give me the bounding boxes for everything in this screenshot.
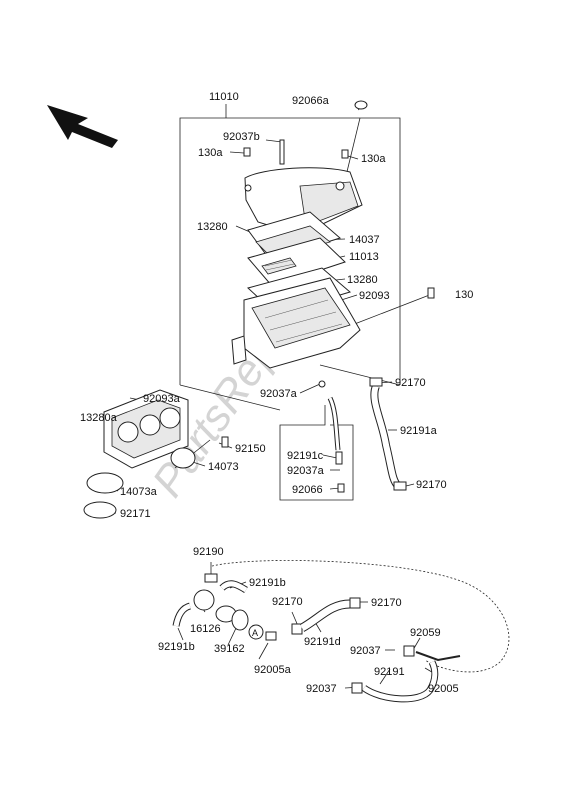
label-92037a-low: 92037a bbox=[287, 465, 325, 477]
air-cleaner-housing bbox=[231, 277, 435, 388]
hoses-right bbox=[327, 377, 407, 493]
label-14073a: 14073a bbox=[120, 486, 158, 498]
label-92191b-top: 92191b bbox=[249, 577, 286, 589]
label-92170-b1: 92170 bbox=[272, 596, 303, 608]
label-13280-mid: 13280 bbox=[347, 274, 378, 286]
label-92066a: 92066a bbox=[292, 95, 330, 107]
label-11010: 11010 bbox=[209, 91, 239, 103]
label-92190: 92190 bbox=[193, 546, 224, 558]
label-14037: 14037 bbox=[349, 234, 380, 246]
connector-marker-a bbox=[248, 624, 264, 640]
label-92170-low: 92170 bbox=[416, 479, 447, 491]
lower-hose-assembly: A bbox=[172, 573, 461, 703]
label-92191a: 92191a bbox=[400, 425, 438, 437]
intake-duct-group bbox=[83, 389, 229, 519]
label-92093a: 92093a bbox=[143, 393, 181, 405]
marker-a-text: A bbox=[252, 628, 258, 638]
label-130a-left: 130a bbox=[198, 147, 223, 159]
label-130a-right: 130a bbox=[361, 153, 386, 165]
label-92191: 92191 bbox=[374, 666, 405, 678]
air-cleaner-cover bbox=[244, 167, 363, 236]
label-92191d: 92191d bbox=[304, 636, 341, 648]
label-92170-b2: 92170 bbox=[371, 597, 402, 609]
label-14073: 14073 bbox=[208, 461, 239, 473]
label-13280a: 13280a bbox=[80, 412, 118, 424]
label-92037-b2: 92037 bbox=[306, 683, 337, 695]
label-92066: 92066 bbox=[292, 484, 323, 496]
label-11013: 11013 bbox=[349, 251, 379, 263]
arrow-up-left-icon bbox=[47, 105, 118, 148]
label-92191c: 92191c bbox=[287, 450, 324, 462]
label-92170-mid: 92170 bbox=[395, 377, 426, 389]
label-13280-top: 13280 bbox=[197, 221, 228, 233]
label-92005: 92005 bbox=[428, 683, 459, 695]
label-16126: 16126 bbox=[190, 623, 221, 635]
label-92005a: 92005a bbox=[254, 664, 292, 676]
label-92191b-low: 92191b bbox=[158, 641, 195, 653]
label-130: 130 bbox=[455, 289, 473, 301]
part-labels: 11010 92066a 92037b 130a 130a 13280 1403… bbox=[80, 91, 473, 695]
label-92093: 92093 bbox=[359, 290, 390, 302]
label-92037b: 92037b bbox=[223, 131, 260, 143]
label-39162: 39162 bbox=[214, 643, 245, 655]
screws-top bbox=[243, 100, 368, 165]
label-92037-b1: 92037 bbox=[350, 645, 381, 657]
label-92059: 92059 bbox=[410, 627, 441, 639]
label-92037a-mid: 92037a bbox=[260, 388, 298, 400]
label-92150: 92150 bbox=[235, 443, 266, 455]
label-92171: 92171 bbox=[120, 508, 151, 520]
